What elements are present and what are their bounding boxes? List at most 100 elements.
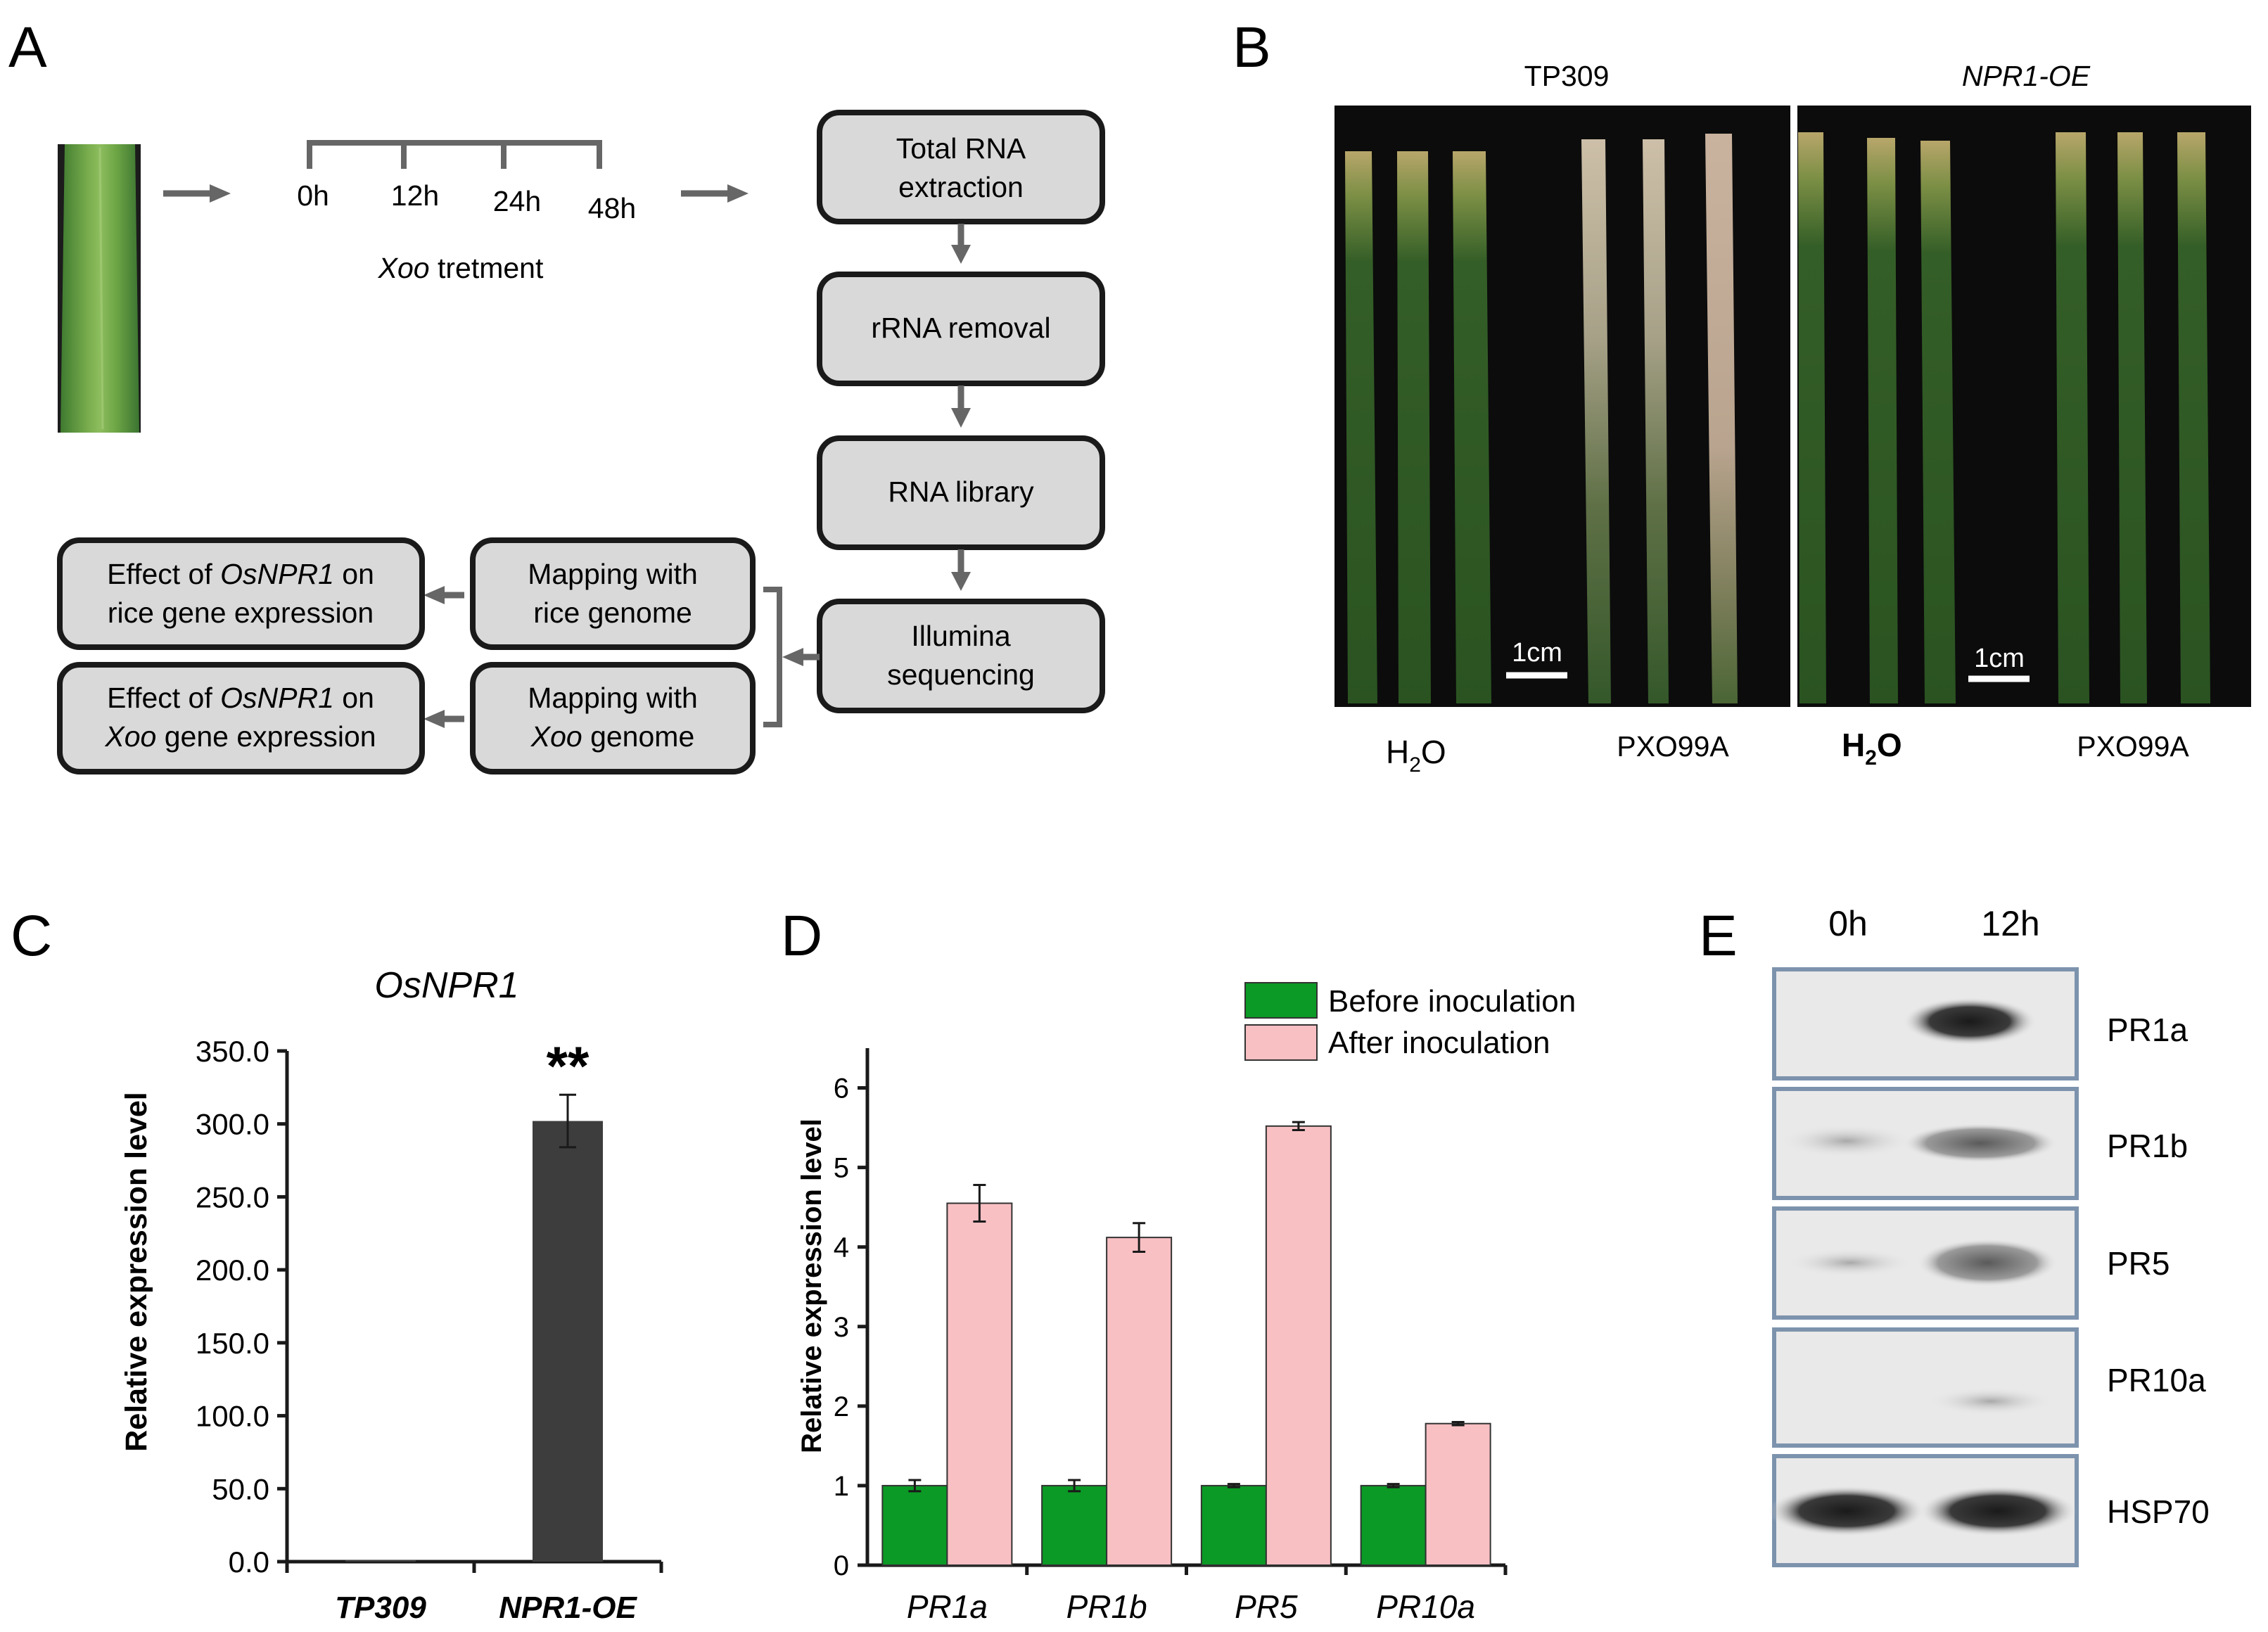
y-tick-label: 300.0 (196, 1108, 269, 1141)
y-axis-title: Relative expression level (120, 1092, 153, 1452)
timeline-label: 0h (297, 179, 329, 212)
panel-label-a: A (8, 15, 47, 79)
leaf-photo-npr1-oe: 1cm (1797, 106, 2251, 707)
timeline-label: 12h (391, 179, 439, 212)
blot-row-label: PR5 (2107, 1245, 2170, 1282)
arrow-down (951, 572, 971, 591)
timeline-label: 48h (588, 192, 636, 224)
pipeline-text: Illumina (911, 620, 1010, 652)
treatment-pxo-label: PXO99A (2077, 730, 2189, 763)
y-tick-label: 2 (834, 1391, 849, 1422)
legend-label-after: After inoculation (1328, 1026, 1550, 1060)
pipeline-text: extraction (898, 171, 1024, 203)
bar (1106, 1237, 1173, 1566)
blot-pr1a: PR1a (1772, 967, 2188, 1080)
mapping-text: Mapping with (528, 558, 698, 590)
blot-column-label: 12h (1981, 904, 2039, 943)
bar (1265, 1125, 1332, 1567)
panel-label-d: D (781, 904, 822, 968)
mapping-boxes: Mapping with rice genome Mapping with Xo… (423, 537, 756, 774)
blot-pr10a: PR10a (1772, 1327, 2206, 1448)
mapping-xoo-box (470, 662, 756, 774)
x-tick-label: NPR1-OE (499, 1590, 637, 1625)
photo-title-npr1-oe: NPR1-OE (1962, 60, 2091, 92)
y-tick-label: 5 (834, 1153, 849, 1184)
chart-title: OsNPR1 (374, 965, 518, 1006)
legend-swatch-before (1244, 982, 1318, 1019)
leaf-photo (58, 144, 141, 433)
x-tick-label: PR1b (1066, 1588, 1147, 1625)
y-tick-label: 50.0 (212, 1472, 269, 1505)
legend: Before inoculation After inoculation (1244, 982, 1576, 1061)
mapping-text: rice genome (533, 597, 692, 629)
x-tick-label: PR1a (907, 1588, 988, 1625)
y-tick-label: 350.0 (196, 1035, 269, 1068)
legend-label-before: Before inoculation (1328, 984, 1576, 1019)
effect-text: Effect of OsNPR1 on (107, 558, 374, 590)
arrow-left (423, 586, 445, 604)
y-tick-label: 1 (834, 1471, 849, 1502)
pipeline-text: RNA library (888, 476, 1034, 508)
effect-text: Xoo gene expression (104, 720, 376, 753)
pipeline-box-total-rna (817, 110, 1105, 224)
x-tick-label: TP309 (335, 1590, 426, 1625)
effect-rice-box (57, 537, 425, 650)
arrow-left (782, 648, 803, 666)
mapping-rice-box (470, 537, 756, 650)
pipeline-text: rRNA removal (871, 312, 1050, 344)
pipeline-box-illumina (817, 599, 1105, 713)
arrow-down (951, 245, 971, 264)
bar (1360, 1484, 1427, 1567)
bar (881, 1484, 948, 1567)
arrow-down (951, 408, 971, 428)
y-tick-label: 6 (834, 1073, 849, 1104)
bar (1425, 1422, 1491, 1566)
y-tick-label: 3 (834, 1312, 849, 1343)
scale-bar-label: 1cm (1974, 644, 2025, 673)
effect-xoo-box (57, 662, 425, 774)
x-tick-label: PR5 (1235, 1588, 1298, 1625)
pipeline-box-rrna-removal (817, 272, 1105, 386)
blot-hsp70: HSP70 (1768, 1454, 2210, 1567)
timeline: 0h 12h 24h 48h Xoo tretment (297, 140, 636, 284)
y-tick-label: 4 (834, 1232, 849, 1263)
scale-bar-label: 1cm (1512, 638, 1562, 668)
y-tick-label: 150.0 (196, 1327, 269, 1360)
photo-title-tp309: TP309 (1524, 60, 1610, 92)
panel-label-c: C (11, 904, 52, 968)
blot-row-label: PR1a (2107, 1012, 2188, 1048)
mapping-text: Mapping with (528, 682, 698, 714)
panel-a: A 0h 12h 24h 48h Xoo tretment Total RNA (8, 15, 1105, 774)
treatment-h2o-label: H2O (1386, 734, 1446, 777)
treatment-h2o-label: H2O (1842, 727, 1902, 770)
timeline-label: 24h (493, 185, 541, 217)
bar (533, 1121, 603, 1562)
panel-e: E 0h 12h PR1a PR1b PR5 PR10a (1699, 904, 2210, 1567)
panel-c-chart: C OsNPR1 Relative expression level 0.0 50… (11, 904, 663, 1625)
bar (946, 1202, 1013, 1566)
effect-text: Effect of OsNPR1 on (107, 682, 374, 714)
panel-label-b: B (1232, 15, 1271, 79)
blot-row-label: PR1b (2107, 1128, 2188, 1164)
pipeline-box-rna-library (817, 435, 1105, 550)
treatment-pxo-label: PXO99A (1617, 730, 1729, 763)
panel-label-e: E (1699, 904, 1738, 968)
mapping-text: Xoo genome (530, 720, 695, 753)
panel-b: B TP309 NPR1-OE 1cm 1cm H2 (1232, 15, 2251, 777)
y-tick-label: 0.0 (229, 1545, 269, 1579)
panel-d-chart: D Relative expression level Before inocu… (781, 904, 1576, 1625)
legend-swatch-after (1244, 1024, 1318, 1061)
bar (345, 1560, 416, 1562)
y-axis-title: Relative expression level (796, 1118, 827, 1453)
pipeline-text: Total RNA (896, 132, 1026, 165)
x-tick-label: PR10a (1376, 1588, 1475, 1625)
blot-row-label: PR10a (2107, 1362, 2206, 1398)
blot-pr1b: PR1b (1772, 1087, 2188, 1200)
y-tick-label: 250.0 (196, 1180, 269, 1213)
pipeline: Total RNA extraction rRNA removal RNA li… (763, 110, 1105, 727)
pipeline-text: sequencing (887, 658, 1035, 691)
treatment-label: Xoo tretment (378, 252, 544, 284)
effect-boxes: Effect of OsNPR1 on rice gene expression… (57, 537, 425, 774)
y-tick-label: 100.0 (196, 1400, 269, 1433)
